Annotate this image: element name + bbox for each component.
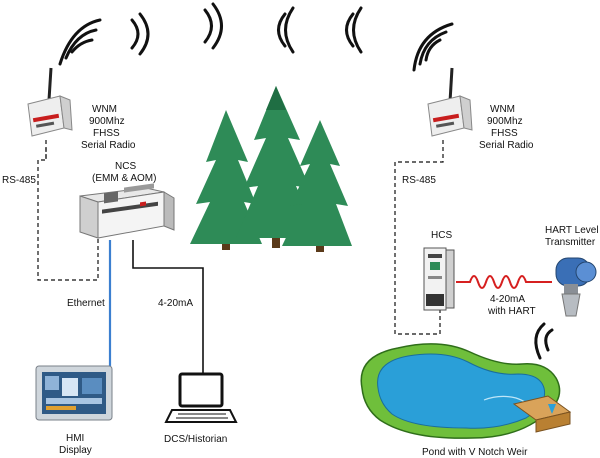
wnm-left-label-1: WNM	[92, 104, 117, 115]
hart-transmitter-label-2: Transmitter	[545, 237, 596, 248]
rs485-left-label: RS-485	[2, 175, 36, 186]
hart-transmitter-label-1: HART Level	[545, 225, 599, 236]
analog-hart-label-1: 4-20mA	[490, 294, 525, 305]
analog-hart-label-2: with HART	[487, 306, 536, 317]
wnm-right-label-2: 900Mhz	[487, 116, 523, 127]
wnm-right-label-1: WNM	[490, 104, 515, 115]
wnm-right-label-3: FHSS	[491, 128, 518, 139]
ethernet-label: Ethernet	[67, 298, 105, 309]
level-transmitter-icon	[555, 257, 597, 317]
laptop-icon	[164, 372, 238, 423]
wireless-radio-icon	[427, 67, 473, 137]
ncs-label-1: NCS	[115, 161, 136, 172]
pond-label: Pond with V Notch Weir	[422, 447, 528, 458]
rs485-right-wire	[394, 140, 444, 335]
wnm-right-label-4: Serial Radio	[479, 140, 534, 151]
hmi-label-1: HMI	[66, 433, 84, 444]
analog-left-label: 4-20mA	[158, 298, 193, 309]
hmi-label-2: Display	[59, 445, 92, 456]
ncs-label-2: (EMM & AOM)	[92, 173, 156, 184]
tree-icon	[190, 86, 352, 252]
dcs-label: DCS/Historian	[164, 434, 227, 445]
hcs-label: HCS	[431, 230, 452, 241]
pond-icon	[360, 343, 572, 439]
wnm-left-label-2: 900Mhz	[89, 116, 125, 127]
rs485-right-label: RS-485	[402, 175, 436, 186]
wnm-left-label-4: Serial Radio	[81, 140, 136, 151]
wireless-radio-icon	[27, 67, 73, 137]
wnm-left-label-3: FHSS	[93, 128, 120, 139]
analog-wire	[132, 240, 204, 374]
hart-wave	[456, 275, 552, 289]
signal-conditioner-icon	[423, 247, 455, 311]
radio-wave-icon	[58, 2, 454, 72]
hmi-panel-icon	[35, 365, 113, 421]
controller-icon	[79, 183, 175, 239]
